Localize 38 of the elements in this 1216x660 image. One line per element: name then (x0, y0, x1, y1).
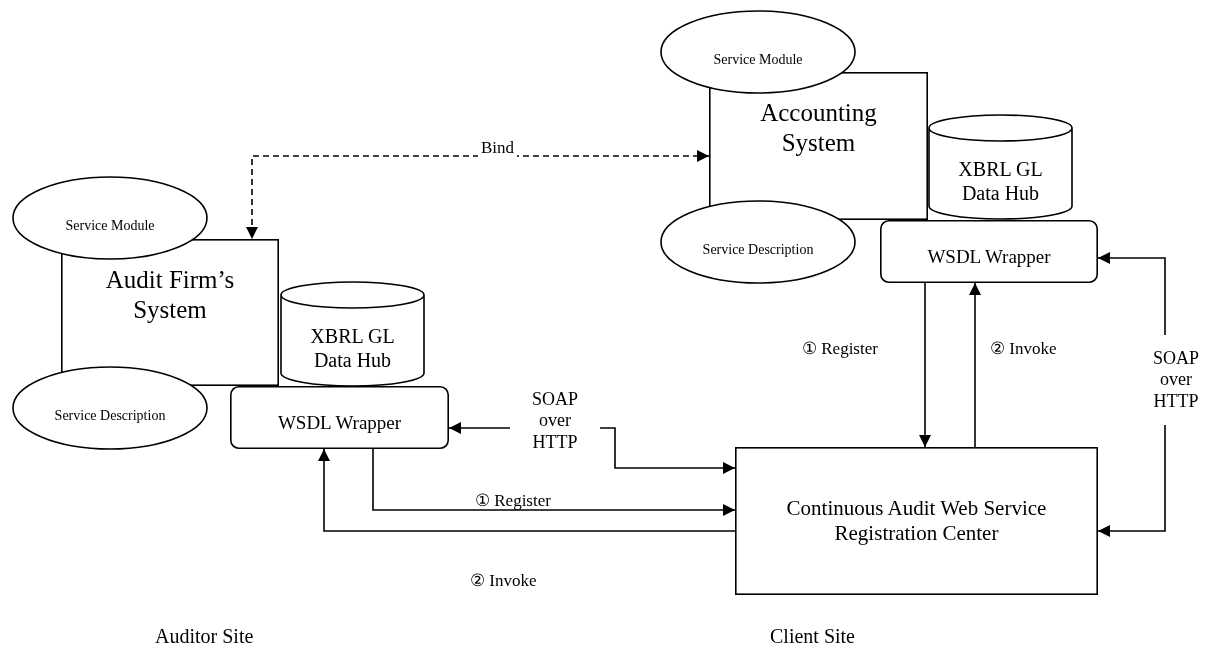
arrow (919, 282, 931, 448)
site-label: Client Site (770, 625, 855, 648)
node-text: Service Module (712, 51, 804, 69)
edge-label: Bind (478, 138, 518, 158)
arrow (372, 448, 736, 516)
arrow (969, 282, 981, 448)
node-text: SOAP over HTTP (1152, 347, 1200, 413)
ellipse-node (12, 366, 208, 450)
arrow (318, 448, 736, 532)
ellipse-node (660, 200, 856, 284)
node-text: Service Description (53, 407, 167, 425)
ellipse-node (660, 10, 856, 94)
arrow (1097, 424, 1166, 537)
step-label: ① Register (475, 490, 551, 511)
site-label: Auditor Site (155, 625, 254, 648)
node-text: WSDL Wrapper (276, 412, 403, 435)
step-label: ① Register (802, 338, 878, 359)
ellipse-node (12, 176, 208, 260)
node-text: Accounting System (759, 98, 878, 158)
node-text: Audit Firm’s System (104, 264, 236, 325)
node-text: XBRL GL Data Hub (309, 324, 396, 372)
arrow (246, 150, 710, 240)
node-text: SOAP over HTTP (531, 388, 579, 454)
wrapper-box (880, 220, 1098, 283)
node-text: Service Description (701, 241, 815, 259)
wrapper-box (230, 386, 449, 449)
node-text: Continuous Audit Web Service Registration Center (785, 495, 1048, 547)
step-label: ② Invoke (470, 570, 537, 591)
arrow (448, 422, 511, 434)
node-text: Service Module (64, 217, 156, 235)
database-cylinder (280, 282, 425, 386)
arrow (1097, 252, 1166, 336)
arrow (599, 427, 736, 474)
step-label: ② Invoke (990, 338, 1057, 359)
process-box (735, 447, 1098, 595)
database-cylinder (928, 115, 1073, 219)
node-text: XBRL GL Data Hub (957, 157, 1044, 205)
node-text: WSDL Wrapper (926, 246, 1052, 269)
